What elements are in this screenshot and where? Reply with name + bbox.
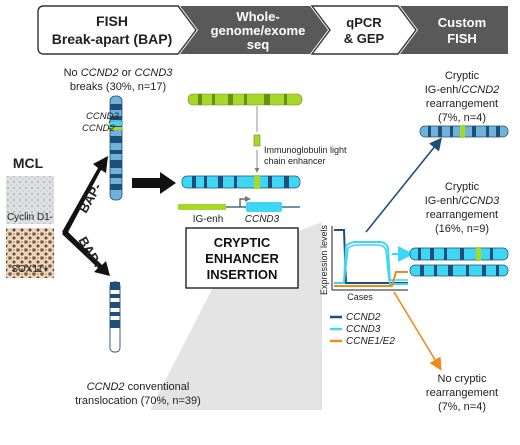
r3-line2: rearrangement	[426, 387, 498, 399]
chromosome-bap-negative	[109, 95, 123, 201]
no-breaks-text-line1: No CCND2 or CCND3	[64, 67, 174, 79]
step-fish-line1: FISH	[96, 13, 128, 29]
plot-xlabel: Cases	[347, 292, 373, 302]
no-breaks-text-line2: breaks (30%, n=17)	[70, 81, 166, 93]
ihc-sox11-image	[6, 228, 54, 278]
insertion-box	[185, 227, 299, 289]
plot-ylabel: Expression levels	[319, 224, 329, 295]
chrom-label-ccnd2: CCND2	[82, 123, 115, 134]
step-qpcr-line2: & GEP	[344, 31, 385, 46]
expression-plot: Expression levels Cases	[319, 224, 408, 302]
chrom-pointer-ccnd3	[108, 115, 113, 124]
legend-label-ccnd2: CCND2	[346, 312, 381, 323]
r2-chromosome-a	[409, 247, 509, 261]
r3-line1: No cryptic	[438, 373, 487, 385]
step-wgs-chevron	[180, 6, 328, 54]
arrow-to-ccnd2-result	[365, 137, 443, 233]
step-fish-line2: Break-apart (BAP)	[52, 31, 173, 47]
plot-legend: CCND2 CCND3 CCNE1/E2	[330, 312, 395, 347]
cyclin-label: Cyclin D1-	[7, 212, 53, 223]
chromosome-ig-light-chain	[187, 93, 303, 106]
r1-chromosome	[419, 125, 509, 138]
step-qpcr-chevron	[310, 5, 417, 55]
mcl-title: MCL	[13, 155, 44, 171]
r1-line1: Cryptic	[445, 70, 480, 82]
r1-line4: (7%, n=4)	[438, 112, 486, 124]
step-custom-line1: Custom	[438, 15, 486, 30]
line-ccnd3-dup	[334, 244, 408, 284]
chrom-label-ccnd3: CCND3	[86, 111, 119, 122]
r2-line4: (16%, n=9)	[435, 223, 489, 235]
step-wgs-line1: Whole-	[236, 9, 279, 24]
r2-line2: IG-enh/CCND3	[425, 195, 500, 207]
r2-chromosome-b	[409, 264, 509, 277]
line-ccne	[334, 271, 408, 287]
bap-negative-label: BAP-	[76, 180, 105, 215]
bap-positive-arrow	[62, 230, 110, 276]
enhancer-label-line2: chain enhancer	[264, 156, 326, 166]
arrow-to-no-rearrangement	[393, 291, 442, 371]
ihc-cyclin-image	[6, 176, 54, 224]
enhancer-label-line1: Immunoglobulin light	[264, 145, 347, 155]
conventional-line1: CCND2 conventional	[87, 381, 190, 393]
step-fish-chevron	[37, 5, 197, 55]
flow-arrow-to-insertion	[132, 172, 176, 194]
ccnd3-gene-label: CCND3	[245, 214, 280, 225]
r3-line3: (7%, n=4)	[438, 401, 486, 413]
step-wgs-line3: seq	[247, 37, 269, 52]
legend-label-ccne: CCNE1/E2	[346, 336, 395, 347]
conventional-line2: translocation (70%, n=39)	[75, 395, 201, 407]
step-wgs-line2: genome/exome	[211, 23, 306, 38]
step-qpcr-line1: qPCR	[346, 15, 382, 30]
step-custom-line2: FISH	[447, 31, 477, 46]
r2-line3: rearrangement	[426, 209, 498, 221]
sox11-label: SOX11+	[11, 264, 48, 275]
bap-negative-arrow	[62, 156, 108, 236]
legend-label-ccnd3: CCND3	[346, 324, 381, 335]
chromosome-with-insertion	[181, 175, 301, 189]
workflow-header: FISH Break-apart (BAP) Whole- genome/exo…	[37, 5, 508, 55]
enhancer-fragment	[253, 134, 261, 147]
insertion-line3: INSERTION	[207, 267, 278, 282]
r2-line1: Cryptic	[445, 181, 480, 193]
insertion-line2: ENHANCER	[205, 251, 279, 266]
ig-enh-label: IG-enh	[193, 214, 224, 225]
r1-line2: IG-enh/CCND2	[425, 84, 500, 96]
chromosome-bap-positive	[109, 281, 121, 353]
bap-positive-label: BAP+	[75, 234, 106, 272]
ig-enh-ccnd3-schematic	[178, 196, 300, 212]
step-custom-fish-chevron	[400, 6, 508, 54]
insertion-line1: CRYPTIC	[214, 235, 271, 250]
line-ccnd3	[334, 241, 408, 285]
r1-line3: rearrangement	[426, 98, 498, 110]
chrom-pointer-ccnd2	[107, 127, 113, 130]
